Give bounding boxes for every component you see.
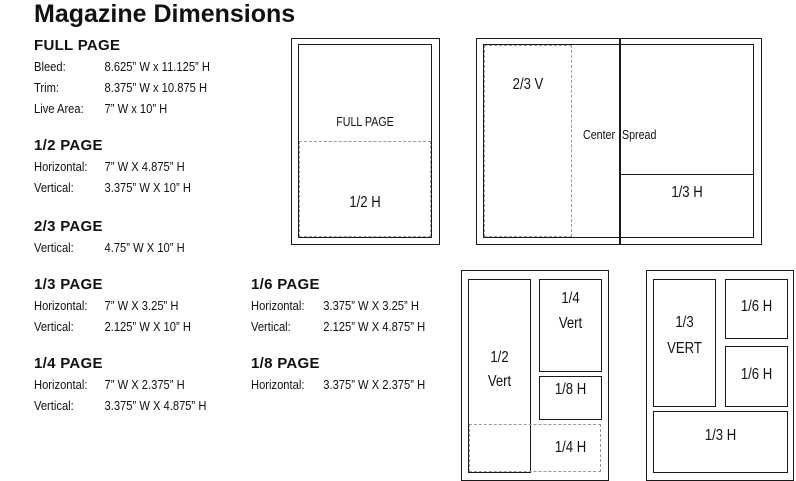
spec-value: 7” W X 2.375” H	[104, 377, 185, 392]
spec-label: Trim:	[34, 80, 60, 95]
spec-value: 8.625” W x 11.125” H	[104, 59, 210, 74]
spread-live-area	[483, 44, 754, 238]
spec-row: Horizontal: 7” W X 4.875” H	[34, 159, 185, 174]
third-h-b-area	[653, 411, 788, 473]
eighth-page-heading: 1/8 PAGE	[251, 355, 320, 372]
half-page-heading: 1/2 PAGE	[34, 137, 103, 154]
third-h-area	[620, 174, 754, 238]
spec-label: Vertical:	[34, 398, 74, 413]
third-vert-line2: VERT	[667, 340, 702, 357]
spec-value: 3.375” W X 3.25” H	[323, 298, 419, 313]
spec-row: Bleed: 8.625” W x 11.125” H	[34, 59, 210, 74]
sixth-h-bottom-label: 1/6 H	[740, 366, 773, 383]
spec-row: Vertical: 3.375” W X 4.875” H	[34, 398, 206, 413]
spec-row: Vertical: 2.125” W X 10” H	[34, 319, 191, 334]
spec-value: 3.375” W X 2.375” H	[323, 377, 426, 392]
spec-label: Vertical:	[34, 240, 74, 255]
page-title: Magazine Dimensions	[34, 0, 296, 28]
single-page-outer	[291, 38, 440, 245]
spec-label: Live Area:	[34, 101, 84, 116]
sixth-h-top-label: 1/6 H	[740, 298, 773, 315]
spec-label: Vertical:	[251, 319, 291, 334]
spec-label: Bleed:	[34, 59, 66, 74]
sixth-page-heading: 1/6 PAGE	[251, 276, 320, 293]
eighth-h-area	[539, 376, 602, 420]
half-vert-line1: 1/2	[490, 349, 509, 366]
spec-row: Horizontal: 7” W X 3.25” H	[34, 298, 178, 313]
spec-row: Vertical: 2.125” W X 4.875” H	[251, 319, 425, 334]
spec-label: Horizontal:	[34, 377, 88, 392]
spec-value: 3.375” W X 4.875” H	[104, 398, 207, 413]
spec-value: 7” W X 4.875” H	[104, 159, 185, 174]
spec-row: Horizontal: 7” W X 2.375” H	[34, 377, 185, 392]
half-vert-line2: Vert	[487, 373, 512, 390]
two-thirds-page-heading: 2/3 PAGE	[34, 218, 103, 235]
spec-label: Vertical:	[34, 319, 74, 334]
third-page-heading: 1/3 PAGE	[34, 276, 103, 293]
spec-row: Horizontal: 3.375” W X 3.25” H	[251, 298, 419, 313]
spec-value: 8.375” W x 10.875 H	[104, 80, 208, 95]
spec-label: Horizontal:	[251, 377, 305, 392]
spec-row: Vertical: 4.75” W X 10” H	[34, 240, 185, 255]
sixth-h-bottom-area	[725, 346, 788, 407]
full-page-heading: FULL PAGE	[34, 37, 121, 54]
quarter-h-label: 1/4 H	[554, 439, 587, 456]
spec-value: 2.125” W X 4.875” H	[323, 319, 426, 334]
spec-label: Horizontal:	[34, 298, 88, 313]
spec-label: Vertical:	[34, 180, 74, 195]
quarter-vert-area	[539, 279, 602, 372]
spec-row: Horizontal: 3.375” W X 2.375” H	[251, 377, 425, 392]
quarter-vert-line2: Vert	[558, 315, 583, 332]
spread-gutter	[619, 38, 621, 245]
half-h-label: 1/2 H	[349, 194, 381, 211]
spec-value: 7” W X 3.25” H	[104, 298, 179, 313]
quarter-h-area	[469, 424, 601, 472]
spec-row: Vertical: 3.375” W X 10” H	[34, 180, 191, 195]
spec-value: 3.375” W X 10” H	[104, 180, 191, 195]
third-h-b-label: 1/3 H	[704, 427, 737, 444]
third-h-label: 1/3 H	[671, 184, 703, 201]
sixth-h-top-area	[725, 279, 788, 339]
spec-value: 7” W x 10” H	[104, 101, 168, 116]
third-vert-line1: 1/3	[675, 314, 694, 331]
spec-row: Trim: 8.375” W x 10.875 H	[34, 80, 207, 95]
quarter-vert-line1: 1/4	[561, 290, 580, 307]
quarter-page-heading: 1/4 PAGE	[34, 355, 103, 372]
spread-label: Spread	[622, 127, 657, 142]
eighth-h-label: 1/8 H	[554, 381, 587, 398]
third-vert-area	[653, 279, 716, 407]
half-h-area	[299, 141, 431, 237]
half-vert-area	[468, 279, 531, 473]
spec-label: Horizontal:	[251, 298, 305, 313]
full-page-area	[298, 44, 432, 238]
spec-value: 2.125” W X 10” H	[104, 319, 191, 334]
spec-label: Horizontal:	[34, 159, 88, 174]
center-label: Center	[583, 127, 616, 142]
spec-row: Live Area: 7” W x 10” H	[34, 101, 167, 116]
spec-value: 4.75” W X 10” H	[104, 240, 185, 255]
two-thirds-v-area	[484, 45, 572, 237]
two-thirds-v-label: 2/3 V	[512, 76, 544, 93]
full-page-label: FULL PAGE	[336, 114, 394, 129]
